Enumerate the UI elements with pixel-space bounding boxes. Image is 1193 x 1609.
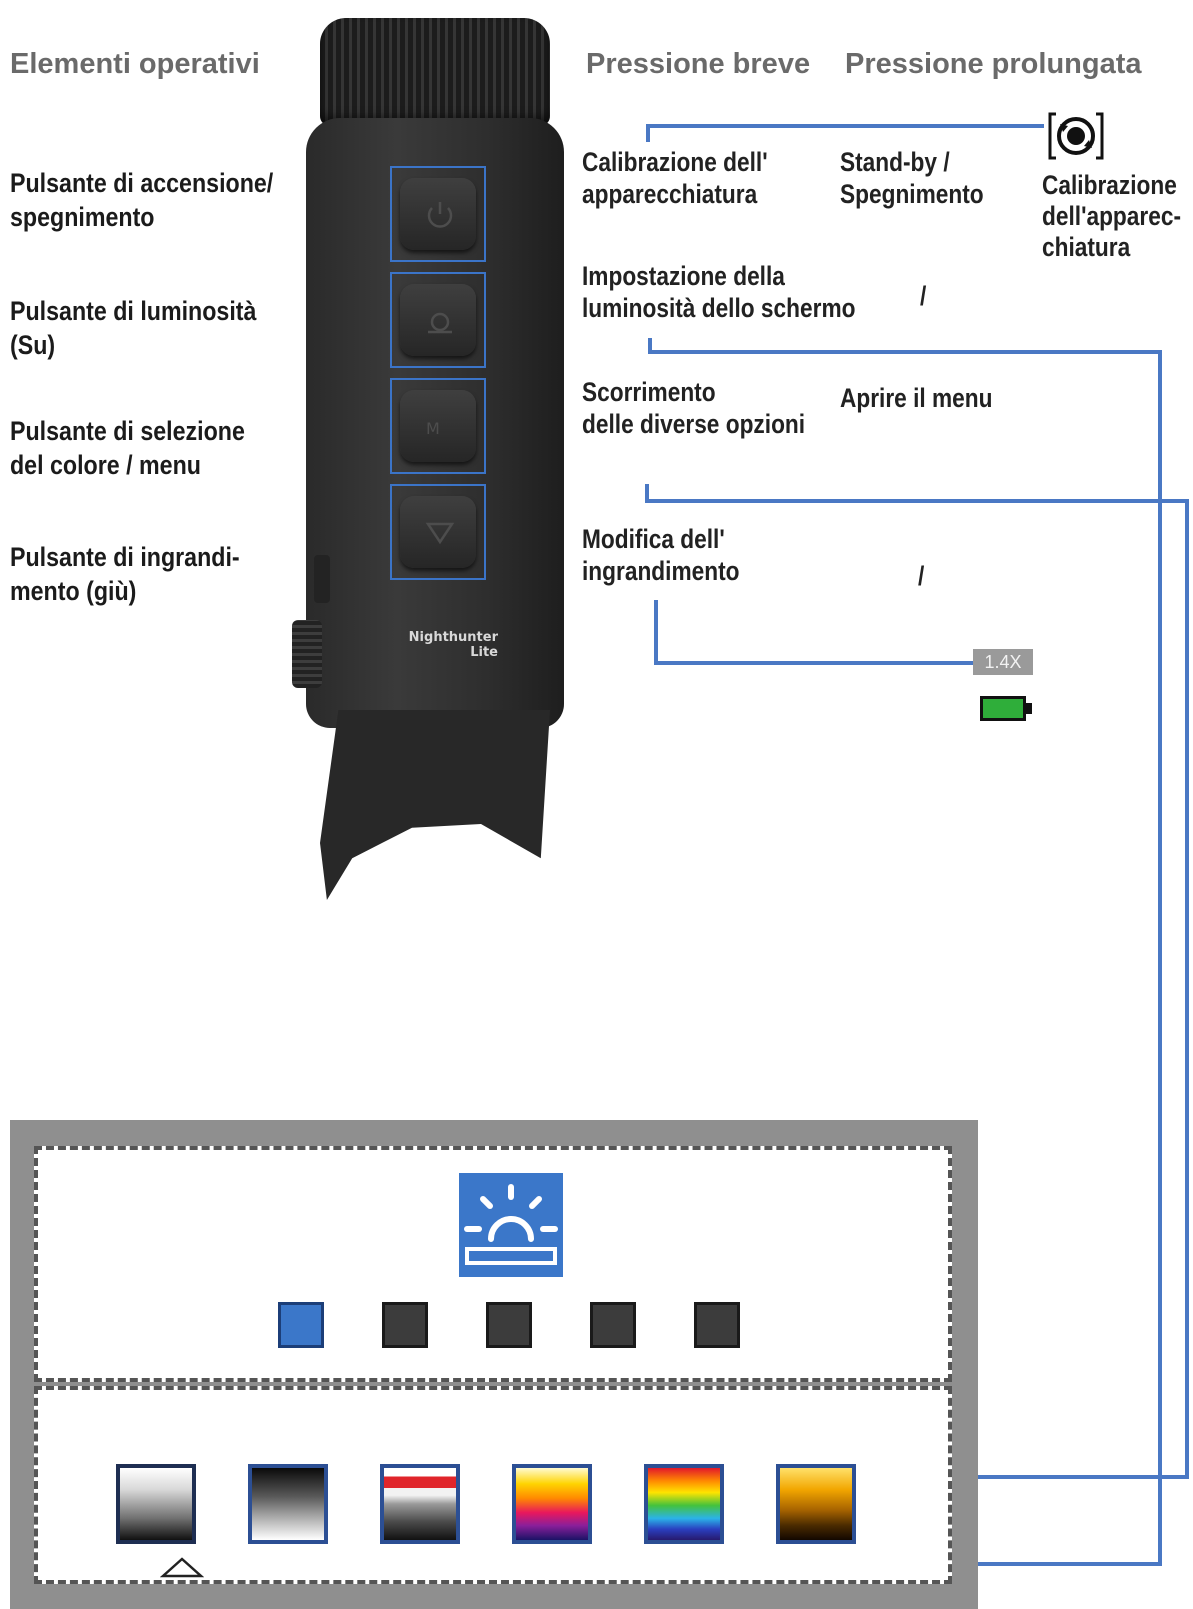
short-press-power: Calibrazione dell' apparecchiatura <box>582 147 768 209</box>
long-press-brightness: / <box>920 281 927 311</box>
palette-amber[interactable] <box>776 1464 856 1544</box>
connector-brightness-menu <box>648 338 1162 1566</box>
palette-black-hot[interactable] <box>248 1464 328 1544</box>
header-long-press: Pressione prolungata <box>845 48 1142 80</box>
palette-zone <box>34 1386 952 1584</box>
header-short-press: Pressione breve <box>586 48 811 80</box>
device-brightness-button[interactable] <box>390 272 486 368</box>
short-press-zoom: Modifica dell' ingrandimento <box>582 524 740 586</box>
palette-red-hot[interactable] <box>380 1464 460 1544</box>
calibration-icon-label: Calibrazione dell'apparec- chiatura <box>1042 170 1182 262</box>
brightness-level[interactable] <box>278 1302 324 1348</box>
label-zoom-button: Pulsante di ingrandi- mento (giù) <box>10 542 240 606</box>
palette-rainbow[interactable] <box>644 1464 724 1544</box>
long-press-color-menu: Aprire il menu <box>840 383 993 413</box>
header-controls: Elementi operativi <box>10 48 260 80</box>
short-press-brightness: Impostazione della luminosità dello sche… <box>582 261 856 323</box>
brightness-level[interactable] <box>486 1302 532 1348</box>
connector-zoom <box>654 600 986 665</box>
device-eyecup <box>320 710 550 900</box>
thermal-monocular: M Nighthunter Lite <box>292 10 570 900</box>
brightness-level[interactable] <box>382 1302 428 1348</box>
brightness-level[interactable] <box>694 1302 740 1348</box>
label-color-menu-button: Pulsante di selezione del colore / menu <box>10 416 245 480</box>
connector-calibration <box>646 124 1044 142</box>
battery-icon <box>980 696 1032 721</box>
short-press-color-menu: Scorrimento delle diverse opzioni <box>582 377 806 439</box>
selection-arrow-icon <box>160 1557 204 1578</box>
long-press-zoom: / <box>918 561 925 591</box>
palette-iron[interactable] <box>512 1464 592 1544</box>
brightness-level[interactable] <box>590 1302 636 1348</box>
device-lens-cap <box>320 18 550 126</box>
device-zoom-button[interactable] <box>390 484 486 580</box>
long-press-power: Stand-by / Spegnimento <box>840 147 984 209</box>
brightness-zone <box>34 1146 952 1382</box>
label-brightness-button: Pulsante di luminosità (Su) <box>10 296 257 360</box>
down-arrow-icon <box>425 522 455 545</box>
device-color-menu-button[interactable]: M <box>390 378 486 474</box>
sun-icon <box>428 312 452 334</box>
calibration-icon <box>1048 110 1104 160</box>
device-power-button[interactable] <box>390 166 486 262</box>
battery-fill <box>983 699 1023 718</box>
connector-color-menu <box>645 484 1189 1479</box>
device-brand: Nighthunter Lite <box>408 630 498 660</box>
device-focus-knob <box>292 620 322 688</box>
svg-text:M: M <box>426 419 440 438</box>
power-icon <box>427 202 453 228</box>
brightness-icon <box>459 1173 563 1277</box>
device-side-button <box>314 555 330 603</box>
palette-white-hot[interactable] <box>116 1464 196 1544</box>
menu-icon: M <box>426 419 440 438</box>
menu-panel <box>10 1120 978 1609</box>
zoom-indicator: 1.4X <box>973 649 1033 675</box>
label-power-button: Pulsante di accensione/ spegnimento <box>10 168 274 232</box>
